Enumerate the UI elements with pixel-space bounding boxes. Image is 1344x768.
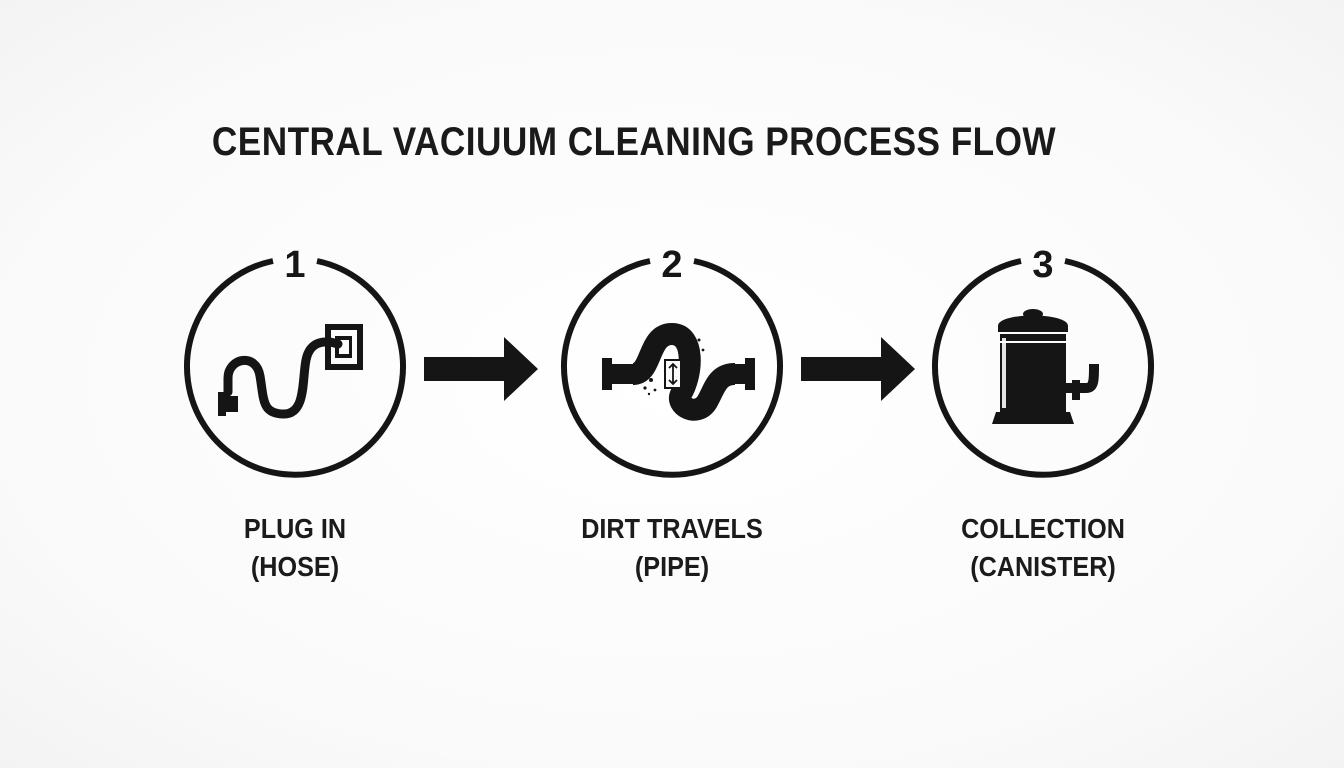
step-2-label: DIRT TRAVELS (PIPE) xyxy=(569,510,776,586)
flow-arrow-1 xyxy=(424,337,538,401)
step-2-ring xyxy=(561,258,783,478)
step-2-label-line1: DIRT TRAVELS xyxy=(581,513,763,544)
step-2-number: 2 xyxy=(661,244,683,286)
canister-icon xyxy=(992,309,1099,424)
step-1-ring xyxy=(184,258,406,478)
step-1-label-line2: (HOSE) xyxy=(250,551,340,582)
pipe-airflow-icon xyxy=(602,322,755,421)
hose-wall-inlet-icon xyxy=(218,324,363,419)
step-3-label-line1: COLLECTION xyxy=(961,513,1125,544)
step-3-number: 3 xyxy=(1032,244,1054,286)
step-3-label-line2: (CANISTER) xyxy=(970,551,1116,582)
step-1-label-line1: PLUG IN xyxy=(243,513,347,544)
diagram-title: CENTRAL VACIUUM CLEANING PROCESS FLOW xyxy=(211,120,1057,164)
step-3-label: COLLECTION (CANISTER) xyxy=(940,510,1147,586)
step-1-number: 1 xyxy=(284,244,306,286)
step-2-label-line2: (PIPE) xyxy=(634,551,710,582)
step-3-ring xyxy=(932,258,1154,478)
step-1-label: PLUG IN (HOSE) xyxy=(192,510,399,586)
flow-arrow-2 xyxy=(801,337,915,401)
